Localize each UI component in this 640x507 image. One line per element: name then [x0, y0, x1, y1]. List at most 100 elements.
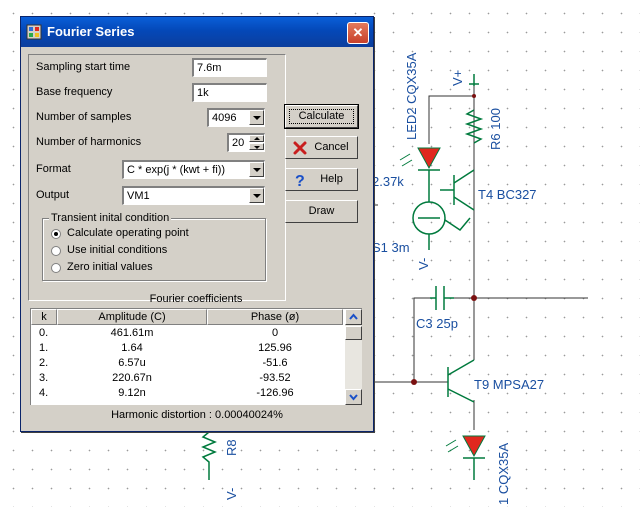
radio-calculate-op-label[interactable]: Calculate operating point — [67, 227, 189, 239]
radio-zero-initial[interactable] — [51, 263, 61, 273]
table-header: k Amplitude (C) Phase (ø) — [31, 309, 343, 326]
scroll-up-glyph — [349, 313, 358, 320]
label-vminus-1: V- — [416, 258, 431, 270]
cell-phase: 125.96 — [258, 342, 292, 354]
base-frequency-label: Base frequency — [36, 86, 113, 98]
num-samples-value: 4096 — [212, 112, 237, 124]
label-led-bottom: 1 CQX35A — [496, 443, 511, 505]
format-dropdown-icon[interactable] — [249, 162, 264, 177]
table-row[interactable]: 3. 220.67n -93.52 — [31, 371, 343, 386]
cell-phase: -51.6 — [262, 357, 288, 369]
svg-text:?: ? — [295, 173, 305, 188]
header-phase[interactable]: Phase (ø) — [207, 309, 343, 325]
harmonic-distortion-value: 0.00040024% — [215, 409, 283, 421]
cancel-x-icon — [293, 141, 307, 155]
vplus-terminal — [469, 74, 479, 86]
led-bottom-diode[interactable] — [445, 435, 486, 480]
num-harmonics-label: Number of harmonics — [36, 136, 142, 148]
label-t9: T9 MPSA27 — [474, 377, 544, 392]
radio-calculate-op[interactable] — [51, 229, 61, 239]
num-harmonics-spin[interactable] — [249, 135, 264, 150]
radio-use-initial-label[interactable]: Use initial conditions — [67, 244, 168, 256]
label-r6: R6 100 — [488, 108, 503, 150]
s1-switch[interactable] — [412, 185, 471, 250]
table-row[interactable]: 4. 9.12n -126.96 — [31, 386, 343, 401]
cell-k: 0. — [39, 327, 49, 339]
scroll-down-glyph — [349, 394, 358, 401]
app-icon — [26, 24, 42, 40]
label-t4: T4 BC327 — [478, 187, 537, 202]
num-harmonics-value: 20 — [232, 137, 245, 149]
schematic-nodes — [411, 94, 477, 385]
label-vminus-2: V- — [224, 488, 239, 500]
cell-amplitude: 461.61m — [110, 327, 154, 339]
scroll-thumb[interactable] — [345, 326, 362, 340]
t4-transistor[interactable] — [440, 169, 475, 211]
header-k[interactable]: k — [31, 309, 57, 325]
table-scrollbar[interactable] — [345, 309, 362, 405]
scroll-up-icon[interactable] — [345, 309, 362, 325]
spin-down-icon[interactable] — [249, 143, 264, 150]
cell-phase: 0 — [271, 327, 279, 339]
led2-diode[interactable] — [399, 147, 441, 185]
table-row[interactable]: 1. 1.64 125.96 — [31, 341, 343, 356]
cell-amplitude: 9.12n — [118, 387, 146, 399]
close-icon: ✕ — [352, 25, 364, 40]
r8-resistor[interactable] — [201, 431, 217, 480]
parameters-panel: Sampling start time 7.6m Base frequency … — [28, 54, 286, 301]
sampling-start-label: Sampling start time — [36, 61, 131, 73]
title-bar[interactable]: Fourier Series ✕ — [21, 17, 373, 47]
fourier-coefficients-section: Fourier coefficients k Amplitude (C) Pha… — [27, 292, 365, 405]
num-samples-label: Number of samples — [36, 111, 132, 123]
table-row[interactable]: 0. 461.61m 0 — [31, 326, 343, 341]
cell-k: 4. — [39, 387, 49, 399]
transient-group-title: Transient inital condition — [49, 212, 172, 224]
coefficients-table[interactable]: k Amplitude (C) Phase (ø) 0. 461.61m 0 1… — [30, 308, 362, 405]
label-s1: S1 3m — [372, 240, 410, 255]
cancel-button[interactable]: Cancel — [285, 136, 358, 159]
cell-amplitude: 220.67n — [112, 372, 152, 384]
format-label: Format — [36, 163, 71, 175]
cell-phase: -126.96 — [256, 387, 294, 399]
label-led2: LED2 CQX35A — [404, 52, 419, 140]
num-samples-select[interactable]: 4096 — [207, 108, 265, 127]
num-harmonics-stepper[interactable]: 20 — [227, 133, 265, 152]
fourier-title: Fourier coefficients — [149, 293, 243, 305]
t9-transistor[interactable] — [447, 359, 475, 403]
draw-label: Draw — [308, 205, 335, 217]
help-question-icon: ? — [295, 173, 305, 188]
scroll-down-icon[interactable] — [345, 389, 362, 405]
label-c3: C3 25p — [416, 316, 458, 331]
format-select[interactable]: C * exp(j * (kwt + fi)) — [122, 160, 265, 179]
radio-zero-initial-label[interactable]: Zero initial values — [67, 261, 153, 273]
calculate-label: Calculate — [298, 110, 345, 122]
help-button[interactable]: ? Help — [285, 168, 358, 191]
output-dropdown-icon[interactable] — [249, 188, 264, 203]
sampling-start-input[interactable]: 7.6m — [192, 58, 267, 77]
close-button[interactable]: ✕ — [347, 22, 369, 44]
cell-phase: -93.52 — [259, 372, 291, 384]
harmonic-distortion-label: Harmonic distortion : — [111, 409, 212, 421]
fourier-series-dialog: Fourier Series ✕ Sampling start time 7.6… — [20, 16, 374, 432]
cell-k: 2. — [39, 357, 49, 369]
calculate-button[interactable]: Calculate — [284, 104, 359, 129]
cell-amplitude: 6.57u — [118, 357, 146, 369]
c3-capacitor[interactable] — [430, 286, 454, 310]
window-title: Fourier Series — [47, 24, 135, 39]
output-label: Output — [36, 189, 70, 201]
spin-up-icon[interactable] — [249, 135, 264, 142]
help-label: Help — [320, 173, 343, 185]
table-row[interactable]: 2. 6.57u -51.6 — [31, 356, 343, 371]
output-select[interactable]: VM1 — [122, 186, 265, 205]
cell-k: 1. — [39, 342, 49, 354]
draw-button[interactable]: Draw — [285, 200, 358, 223]
cell-k: 3. — [39, 372, 49, 384]
header-amplitude[interactable]: Amplitude (C) — [57, 309, 207, 325]
base-frequency-input[interactable]: 1k — [192, 83, 267, 102]
label-r8: R8 — [224, 439, 239, 456]
format-value: C * exp(j * (kwt + fi)) — [127, 164, 226, 176]
r6-resistor[interactable] — [464, 109, 484, 144]
num-samples-dropdown-icon[interactable] — [249, 110, 264, 125]
radio-use-initial[interactable] — [51, 246, 61, 256]
